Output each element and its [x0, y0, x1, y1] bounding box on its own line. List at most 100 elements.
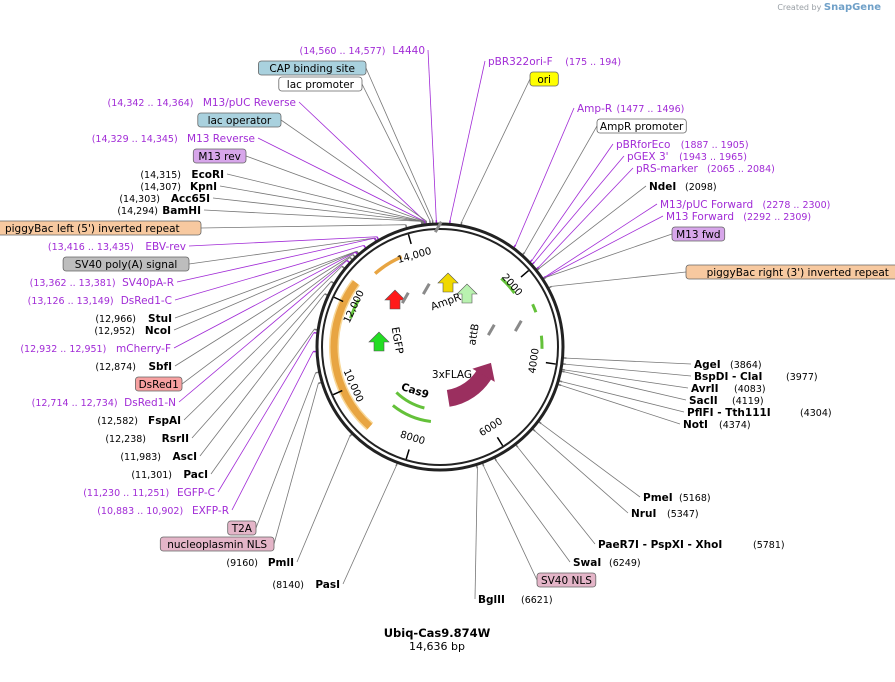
label-text: SV40pA-R	[122, 277, 174, 289]
map-label-nucleoplasmin-nls[interactable]: nucleoplasmin NLS	[159, 536, 275, 552]
map-label-acc65i[interactable]: Acc65I(14,303)	[119, 193, 210, 205]
map-label-dsred1-c[interactable]: DsRed1-C(13,126 .. 13,149)	[28, 295, 172, 307]
label-text: BspDI - ClaI	[694, 371, 762, 383]
label-range: (3977)	[786, 372, 818, 383]
map-label-cap-binding-site[interactable]: CAP binding site	[257, 60, 367, 76]
label-box	[536, 572, 597, 588]
map-label-kpni[interactable]: KpnI(14,307)	[140, 181, 217, 193]
label-text: SV40 poly(A) signal	[75, 259, 178, 271]
map-label-ampr-promoter[interactable]: AmpR promoter	[596, 118, 687, 134]
label-text: DsRed1-C	[121, 295, 172, 307]
leader-line	[174, 254, 354, 367]
map-label-t2a[interactable]: T2A	[227, 520, 257, 536]
leader-line	[566, 357, 692, 365]
map-label-ecori[interactable]: EcoRI(14,315)	[140, 169, 224, 181]
leader-line	[534, 155, 625, 263]
map-label-bamhi[interactable]: BamHI(14,294)	[117, 205, 201, 217]
leader-line	[361, 83, 431, 221]
feature-label: attB	[466, 323, 482, 347]
label-range: (3864)	[730, 360, 762, 371]
tick-mark	[545, 361, 556, 365]
map-label-bspdi-clai[interactable]: BspDI - ClaI (3977)	[694, 371, 818, 383]
label-text: DsRed1	[139, 379, 179, 391]
leader-line	[174, 250, 357, 319]
label-range: (175 .. 194)	[565, 57, 621, 68]
map-label-sv40-poly-a-signal[interactable]: SV40 poly(A) signal	[62, 256, 190, 272]
tick-label: 2000	[499, 272, 524, 298]
map-label-sacii[interactable]: SacII(4119)	[689, 395, 764, 407]
leader-line	[524, 125, 598, 253]
label-text: nucleoplasmin NLS	[167, 539, 267, 551]
label-text: M13 rev	[198, 151, 241, 163]
leader-line	[178, 260, 348, 403]
map-label-m13-forward[interactable]: M13 Forward(2292 .. 2309)	[666, 211, 811, 223]
leader-line	[495, 460, 571, 563]
feature-arc	[539, 335, 544, 349]
map-label-pmei[interactable]: PmeI(5168)	[643, 492, 711, 504]
map-label-pflfi-tth111i[interactable]: PflFI - Tth111I(4304)	[687, 407, 832, 419]
label-text: RsrII	[162, 433, 189, 445]
map-label-noti[interactable]: NotI (4374)	[683, 419, 751, 431]
map-label-sv40pa-r[interactable]: SV40pA-R(13,362 .. 13,381)	[30, 277, 174, 289]
map-label-ncoi[interactable]: NcoI(12,952)	[94, 325, 171, 337]
map-label-sv40-nls[interactable]: SV40 NLS	[536, 572, 597, 588]
label-range: (5781)	[753, 540, 785, 551]
label-text: EXFP-R	[192, 505, 229, 517]
label-box	[192, 148, 247, 164]
map-label-swai[interactable]: SwaI(6249)	[573, 557, 641, 569]
map-label-stui[interactable]: StuI(12,966)	[95, 313, 172, 325]
map-label-ori[interactable]: ori	[529, 71, 559, 87]
map-label-paer7i-pspxi-xhoi[interactable]: PaeR7I - PspXI - XhoI(5781)	[598, 539, 785, 551]
leader-line	[255, 372, 317, 529]
label-range: (4083)	[734, 384, 766, 395]
map-label-l4440[interactable]: L4440(14,560 .. 14,577)	[300, 45, 425, 57]
map-label-pasi[interactable]: PasI(8140)	[272, 579, 340, 591]
leader-line	[173, 251, 357, 331]
map-label-pmli[interactable]: PmlI(9160)	[226, 557, 294, 569]
map-label-agei[interactable]: AgeI(3864)	[694, 359, 762, 371]
map-label-m13-puc-reverse[interactable]: M13/pUC Reverse(14,342 .. 14,364)	[108, 97, 296, 109]
map-label-sbfi[interactable]: SbfI(12,874)	[95, 361, 172, 373]
map-label-pgex-3[interactable]: pGEX 3'(1943 .. 1965)	[627, 151, 747, 163]
map-label-m13-reverse[interactable]: M13 Reverse(14,329 .. 14,345)	[92, 133, 255, 145]
map-label-bglii[interactable]: BglII(6621)	[478, 594, 553, 606]
map-label-asci[interactable]: AscI(11,983)	[120, 451, 197, 463]
map-label-amp-r[interactable]: Amp-R(1477 .. 1496)	[577, 103, 684, 115]
tick-label: 14,000	[396, 246, 433, 266]
map-label-paci[interactable]: PacI(11,301)	[131, 469, 208, 481]
map-label-lac-promoter[interactable]: lac promoter	[278, 76, 363, 92]
map-label-egfp-c[interactable]: EGFP-C(11,230 .. 11,251)	[83, 487, 215, 499]
map-label-ndei[interactable]: NdeI(2098)	[649, 181, 717, 193]
map-label-dsred1-n[interactable]: DsRed1-N(12,714 .. 12,734)	[32, 397, 176, 409]
map-label-pbrforeco[interactable]: pBRforEco(1887 .. 1905)	[616, 139, 749, 151]
map-label-ebv-rev[interactable]: EBV-rev(13,416 .. 13,435)	[48, 241, 186, 253]
map-label-prs-marker[interactable]: pRS-marker(2065 .. 2084)	[636, 163, 775, 175]
label-box	[257, 60, 367, 76]
label-range: (12,714 .. 12,734)	[32, 398, 118, 409]
map-label-exfp-r[interactable]: EXFP-R(10,883 .. 10,902)	[97, 505, 229, 517]
misc-feature-mark	[514, 320, 523, 332]
map-label-m13-puc-forward[interactable]: M13/pUC Forward(2278 .. 2300)	[660, 199, 830, 211]
map-label-piggybac-left-5-inverted-repeat[interactable]: piggyBac left (5') inverted repeat	[0, 220, 202, 236]
map-label-m13-fwd[interactable]: M13 fwd	[671, 226, 726, 242]
leader-line	[474, 468, 478, 600]
map-label-fspai[interactable]: FspAI(12,582)	[97, 415, 181, 427]
map-label-mcherry-f[interactable]: mCherry-F(12,932 .. 12,951)	[20, 343, 171, 355]
map-label-dsred1[interactable]: DsRed1	[134, 376, 183, 392]
feature-arc	[391, 404, 432, 423]
map-label-m13-rev[interactable]: M13 rev	[192, 148, 247, 164]
leader-line	[191, 281, 332, 439]
label-text: NotI	[683, 419, 708, 431]
label-text: NruI	[631, 508, 656, 520]
label-box	[134, 376, 183, 392]
label-range: (4374)	[719, 420, 751, 431]
map-label-lac-operator[interactable]: lac operator	[197, 112, 282, 128]
map-label-avrii[interactable]: AvrII(4083)	[691, 383, 766, 395]
map-label-piggybac-right-3-inverted-repeat[interactable]: piggyBac right (3') inverted repeat	[685, 264, 895, 280]
map-label-pbr322ori-f[interactable]: pBR322ori-F(175 .. 194)	[488, 56, 621, 68]
map-label-nrui[interactable]: NruI(5347)	[631, 508, 699, 520]
map-label-rsrii[interactable]: RsrII(12,238)	[105, 433, 189, 445]
leader-line	[517, 447, 596, 545]
leader-line	[562, 381, 685, 413]
